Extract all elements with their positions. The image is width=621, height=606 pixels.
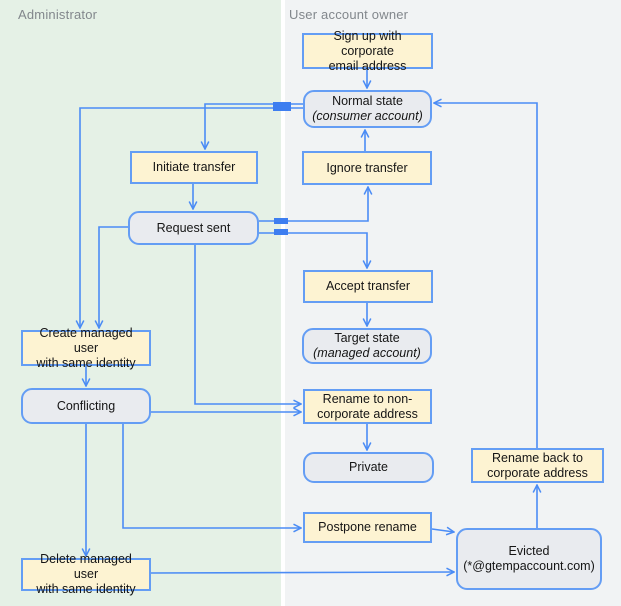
node-label-line: with same identity (36, 582, 136, 596)
node-label-line: Rename to non- (322, 391, 413, 406)
node-label-line: Normal state (332, 94, 403, 108)
node-rename-non: Rename to non-corporate address (303, 389, 432, 424)
node-postpone: Postpone rename (303, 512, 432, 543)
connector-joint-square (274, 229, 288, 235)
node-label-line: Postpone rename (318, 520, 417, 534)
node-request: Request sent (128, 211, 259, 245)
swimlane-administrator: Administrator (0, 0, 281, 606)
node-accept: Accept transfer (303, 270, 433, 303)
node-normal: Normal state(consumer account) (303, 90, 432, 128)
swimlane-administrator-label: Administrator (18, 7, 98, 22)
connector-joint-square (273, 102, 291, 111)
node-ignore: Ignore transfer (302, 151, 432, 185)
node-label-line: Rename back to (491, 450, 584, 465)
node-label-line: Ignore transfer (326, 160, 408, 175)
node-label-line: Target state (334, 331, 400, 345)
node-label-line: Request sent (156, 220, 231, 235)
node-label-line: Create managed user (39, 325, 133, 355)
node-label-line: corporate address (317, 406, 418, 421)
node-conflicting: Conflicting (21, 388, 151, 424)
node-label-line: Sign up with corporate (333, 28, 402, 58)
node-target: Target state(managed account) (302, 328, 432, 364)
node-label-line: with same identity (36, 355, 136, 370)
swimlane-user-account-owner-label: User account owner (289, 7, 409, 22)
node-initiate: Initiate transfer (130, 151, 258, 184)
node-private: Private (303, 452, 434, 483)
node-evicted: Evicted(*@gtempaccount.com) (456, 528, 602, 590)
node-label-line: Conflicting (56, 398, 116, 413)
node-label-line: email address (328, 58, 407, 73)
node-label-line: Evicted (508, 544, 550, 558)
node-label-line: Accept transfer (325, 279, 411, 293)
node-label-line: Private (349, 460, 388, 474)
connector-joint-square (274, 218, 288, 224)
node-subtitle: (managed account) (313, 346, 421, 360)
node-subtitle: (consumer account) (312, 109, 423, 123)
node-label-line: Initiate transfer (152, 160, 236, 174)
node-label-line: (*@gtempaccount.com) (463, 559, 595, 573)
node-label-line: Delete managed user (40, 552, 132, 581)
node-label-line: corporate address (487, 465, 588, 480)
